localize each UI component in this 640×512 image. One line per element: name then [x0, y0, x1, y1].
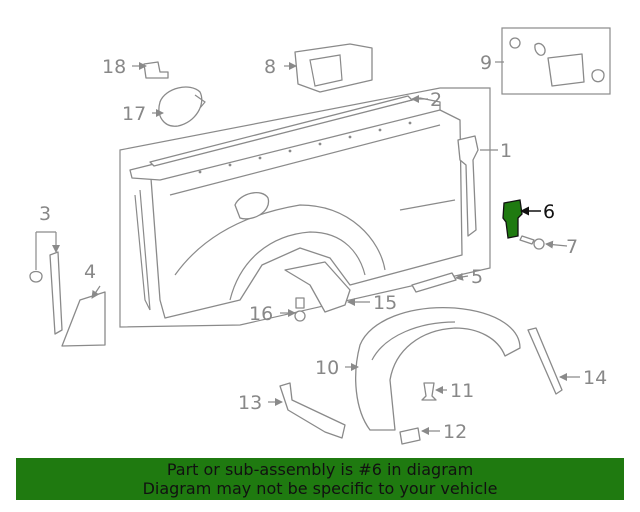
- part-14-strip[interactable]: [527, 327, 563, 395]
- callout-14[interactable]: 14: [583, 367, 607, 389]
- info-banner: Part or sub-assembly is #6 in diagram Di…: [16, 458, 624, 500]
- callout-16[interactable]: 16: [249, 303, 273, 325]
- part-3-clip[interactable]: [29, 270, 43, 283]
- callout-5[interactable]: 5: [471, 266, 483, 288]
- callout-labels: 1 2 3 4 5 6 7 8 9 10 11 12 13 14 15 16 1…: [39, 52, 607, 443]
- part-12-fastener[interactable]: [399, 427, 421, 445]
- callout-13[interactable]: 13: [238, 392, 262, 414]
- banner-line-2: Diagram may not be specific to your vehi…: [142, 479, 498, 498]
- part-3-strip[interactable]: [49, 251, 63, 335]
- callout-4[interactable]: 4: [84, 261, 96, 283]
- leader-lines: [91, 61, 580, 435]
- part-1-bracket[interactable]: [457, 135, 479, 237]
- part-15-bracket[interactable]: [284, 261, 351, 313]
- callout-10[interactable]: 10: [315, 357, 339, 379]
- callout-11[interactable]: 11: [450, 380, 474, 402]
- banner-line-1: Part or sub-assembly is #6 in diagram: [166, 460, 474, 479]
- callout-8[interactable]: 8: [264, 56, 276, 78]
- part-11-clip[interactable]: [421, 382, 437, 401]
- part-8-bracket[interactable]: [294, 43, 373, 93]
- part-17-fuel-door[interactable]: [158, 86, 203, 127]
- callout-18[interactable]: 18: [102, 56, 126, 78]
- part-5-strip[interactable]: [411, 272, 457, 293]
- callout-12[interactable]: 12: [443, 421, 467, 443]
- callout-9[interactable]: 9: [480, 52, 492, 74]
- bed-side-panel-group: [119, 87, 491, 328]
- callout-15[interactable]: 15: [373, 292, 397, 314]
- part-16-bolt[interactable]: [294, 297, 306, 322]
- rivet-row: [198, 121, 412, 174]
- callout-7[interactable]: 7: [566, 236, 578, 258]
- callout-3[interactable]: 3: [39, 203, 51, 225]
- callout-6[interactable]: 6: [543, 201, 555, 223]
- callout-1[interactable]: 1: [500, 140, 512, 162]
- part-10-liner[interactable]: [355, 306, 521, 431]
- part-13-bracket[interactable]: [279, 382, 346, 439]
- part-9-kit-items: [509, 37, 605, 87]
- callout-2[interactable]: 2: [430, 89, 442, 111]
- part-9-kit-box[interactable]: [501, 27, 611, 95]
- part-18-latch[interactable]: [143, 61, 169, 79]
- part-7-bolt[interactable]: [519, 235, 545, 250]
- part-4-trim[interactable]: [61, 291, 106, 347]
- part-6-bracket[interactable]: [502, 199, 523, 239]
- callout-17[interactable]: 17: [122, 103, 146, 125]
